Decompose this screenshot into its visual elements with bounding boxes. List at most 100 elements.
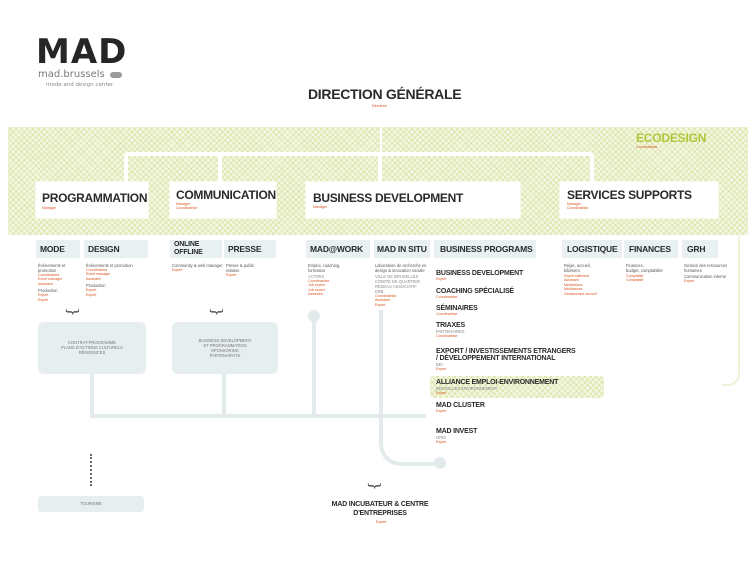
online-role: Expert: [172, 268, 183, 272]
insitu-line: Laboratoire de recherche en: [375, 263, 427, 268]
madwork-line: formation: [308, 268, 326, 273]
connector-left-drop: [124, 152, 128, 182]
connector-main: [380, 112, 382, 154]
finances-details: Finances, budget, comptabilité Comptable…: [626, 263, 682, 283]
node-dot: [434, 457, 446, 469]
grh-title: GRH: [687, 244, 706, 254]
tab-madwork: MAD@WORK: [306, 240, 370, 258]
grh-line: humaines: [684, 268, 702, 273]
program-name: MAD CLUSTER: [436, 402, 485, 409]
madwork-role: Coordinatrice: [308, 279, 330, 283]
program-item-export: EXPORT / INVESTISSEMENTS ETRANGERS / DÉV…: [436, 348, 576, 371]
incubateur-role: Expert: [376, 520, 387, 524]
grh-details: Gestion des ressources humaines Communic…: [684, 263, 736, 283]
program-sub: ORIS: [436, 435, 447, 440]
program-sub: PARTENAIRES: [436, 329, 465, 334]
logo-brand: mad.brussels: [38, 69, 105, 80]
program-item-alliance: ALLIANCE EMPLOI-ENVIRONNEMENT BRUXELLES …: [436, 379, 558, 395]
program-item-triaxes: TRIAXES PARTENAIRES Coordinatrice: [436, 322, 465, 338]
online-line: Community & web manager: [172, 263, 223, 268]
program-item-mad-invest: MAD INVEST ORIS Expert: [436, 428, 477, 444]
madwork-role: Job expert: [308, 287, 325, 292]
cloud-icon: [110, 72, 122, 78]
program-role: Expert: [436, 409, 447, 413]
connector-right-drop: [590, 152, 594, 182]
finances-title: FINANCES: [629, 244, 671, 254]
connector-bottom-horizontal: [90, 414, 426, 418]
design-line: Événements et promotion: [86, 263, 133, 268]
online-title2: OFFLINE: [174, 249, 203, 256]
design-extra-role: Expert: [86, 288, 97, 293]
incubateur-title-line1: MAD INCUBATEUR & CENTRE: [331, 501, 429, 508]
logo: MAD mad.brussels mode and design center: [36, 32, 136, 92]
connector-insitu-curve: [379, 410, 439, 466]
program-sub: BEI: [436, 362, 443, 367]
program-role: Expert: [436, 391, 447, 395]
mode-line: Événements et promotion: [38, 263, 66, 273]
logistique-role: Gestionnaire accueil: [564, 291, 597, 296]
mode-title: MODE: [40, 244, 65, 254]
tab-online-offline: ONLINE OFFLINE: [170, 240, 222, 258]
programmation-box: PROGRAMMATION Manager: [36, 182, 148, 218]
business-title: BUSINESS DEVELOPMENT: [313, 191, 464, 205]
insitu-details: Laboratoire de recherche en design & inn…: [375, 263, 433, 307]
logistique-role: Assistant: [564, 278, 579, 283]
ecodesign-role: Coordinatrice: [636, 145, 658, 149]
mode-extra-role: Expert: [38, 297, 49, 302]
finances-line: budget, comptabilité: [626, 268, 663, 273]
mode-role: Assistant: [38, 281, 53, 286]
presse-details: Presse & public relation Expert: [226, 263, 278, 277]
tourisme-box: TOURISME: [38, 496, 144, 512]
incubateur-title-line2: D'ENTREPRISES: [353, 510, 407, 517]
insitu-partner: ERB: [375, 289, 384, 294]
finances-role: Comptable: [626, 274, 644, 278]
program-role: Coordinatrice: [436, 312, 458, 316]
grh-role: Expert: [684, 279, 695, 283]
communication-box: COMMUNICATION Manager Coordinatrice: [170, 182, 276, 218]
presse-line: Presse & public: [226, 263, 255, 268]
program-role: Expert: [436, 277, 447, 281]
design-title: DESIGN: [88, 244, 120, 254]
services-box: SERVICES SUPPORTS Manager Coordinatrice: [560, 182, 718, 218]
insitu-partner: COMITÉ DE QUARTIER: [375, 279, 420, 284]
program-item-business-development: BUSINESS DEVELOPMENT Expert: [436, 270, 523, 281]
connector-madwork: [312, 318, 316, 418]
tab-finances: FINANCES: [624, 240, 678, 258]
services-role2: Coordinatrice: [567, 206, 589, 210]
program-name: MAD INVEST: [436, 428, 478, 435]
program-name: EXPORT / INVESTISSEMENTS ETRANGERS: [436, 348, 576, 355]
design-extra: Production: [86, 283, 106, 289]
programs-title: BUSINESS PROGRAMS: [440, 244, 533, 254]
mode-extra: Production: [38, 288, 58, 294]
info-line: PLANS D'ACTIONS CULTURELS: [61, 345, 123, 350]
program-name: BUSINESS DEVELOPMENT: [436, 270, 524, 277]
mode-details: Événements et promotion Coordinatrice Ev…: [38, 263, 84, 302]
services-title: SERVICES SUPPORTS: [567, 188, 692, 202]
finances-role: Comptable: [626, 278, 644, 283]
brace-icon: }: [64, 307, 81, 317]
madwork-role: Job expert: [308, 283, 325, 288]
grh-line: Gestion des ressources: [684, 263, 728, 268]
design-role: Coordinatrice: [86, 268, 108, 272]
node-dot: [308, 310, 320, 322]
connector-bottom-left: [90, 374, 94, 418]
design-details: Événements et promotion Coordinatrice Ev…: [86, 263, 146, 297]
program-sub: BRUXELLES ENVIRONNEMENT: [436, 386, 498, 391]
design-extra-role: Expert: [86, 292, 97, 297]
presse-role: Expert: [226, 273, 237, 277]
insitu-title: MAD IN SITU: [377, 244, 427, 254]
brace-icon: }: [208, 307, 225, 317]
logo-mark: MAD: [36, 32, 128, 72]
program-name: SÉMINAIRES: [436, 305, 478, 312]
direction-title: DIRECTION GÉNÉRALE: [308, 86, 462, 102]
madwork-title: MAD@WORK: [310, 244, 363, 254]
incubateur-title: MAD INCUBATEUR & CENTRE D'ENTREPRISES: [330, 500, 430, 518]
info-line: ET PROGRAMMATION: [203, 343, 247, 348]
program-name: COACHING SPÉCIALISÉ: [436, 288, 514, 295]
program-item-mad-cluster: MAD CLUSTER Expert: [436, 402, 485, 413]
dotted-connector: [90, 454, 92, 486]
ecodesign-title: ECODESIGN: [636, 131, 707, 145]
connector-horizontal: [126, 152, 592, 156]
tab-mad-in-situ: MAD IN SITU: [374, 240, 430, 258]
ecodesign-band-lower: [430, 376, 604, 398]
